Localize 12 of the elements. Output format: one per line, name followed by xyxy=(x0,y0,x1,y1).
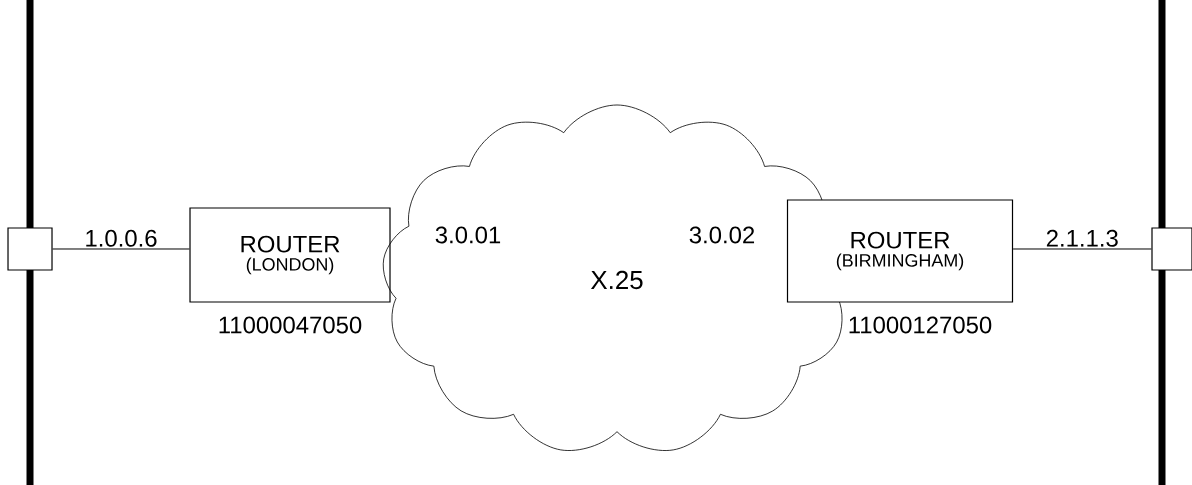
address-label: 3.0.01 xyxy=(435,226,501,244)
address-label: 11000127050 xyxy=(849,316,992,334)
port-box xyxy=(7,227,53,271)
router-box: ROUTER (LONDON) xyxy=(189,207,391,303)
router-box: ROUTER (BIRMINGHAM) xyxy=(786,199,1014,303)
edge-label: 1.0.0.6 xyxy=(86,229,157,247)
port-box xyxy=(1151,227,1192,271)
address-label: 3.0.02 xyxy=(689,226,755,244)
address-label: 11000047050 xyxy=(219,316,362,334)
link-line xyxy=(1012,248,1152,250)
edge-label: 2.1.1.3 xyxy=(1046,229,1118,247)
link-line xyxy=(52,248,190,250)
